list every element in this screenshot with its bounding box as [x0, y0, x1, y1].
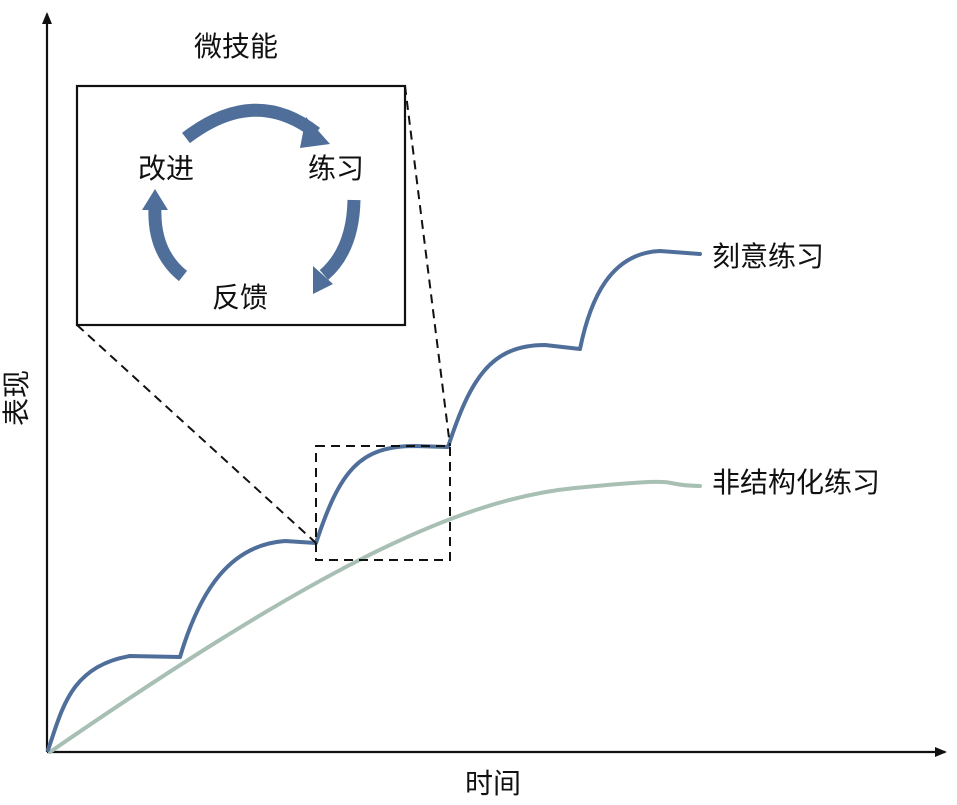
zoom-region	[315, 445, 451, 561]
zoom-connector-right	[404, 85, 451, 447]
cycle-arrowhead-right	[313, 266, 333, 294]
unstructured-practice-curve	[48, 479, 702, 754]
cycle-label-feedback: 反馈	[212, 281, 268, 314]
cycle-arrow-right	[319, 199, 361, 280]
cycle-arrows	[142, 103, 361, 294]
cycle-label-improve: 改进	[138, 152, 194, 185]
cycle-label-practice: 练习	[308, 152, 364, 185]
x-axis-label: 时间	[465, 767, 521, 800]
cycle-arrow-top	[182, 103, 321, 144]
zoom-connector-left	[76, 324, 317, 544]
y-axis-label: 表现	[0, 370, 33, 426]
deliberate-practice-curve	[46, 249, 702, 752]
series-label-unstructured: 非结构化练习	[712, 466, 880, 499]
inset-title: 微技能	[194, 30, 278, 63]
cycle-arrow-left	[148, 206, 188, 282]
series-label-deliberate: 刻意练习	[712, 240, 824, 273]
cycle-arrowhead-top	[300, 117, 330, 148]
cycle-arrowhead-left	[142, 189, 168, 210]
